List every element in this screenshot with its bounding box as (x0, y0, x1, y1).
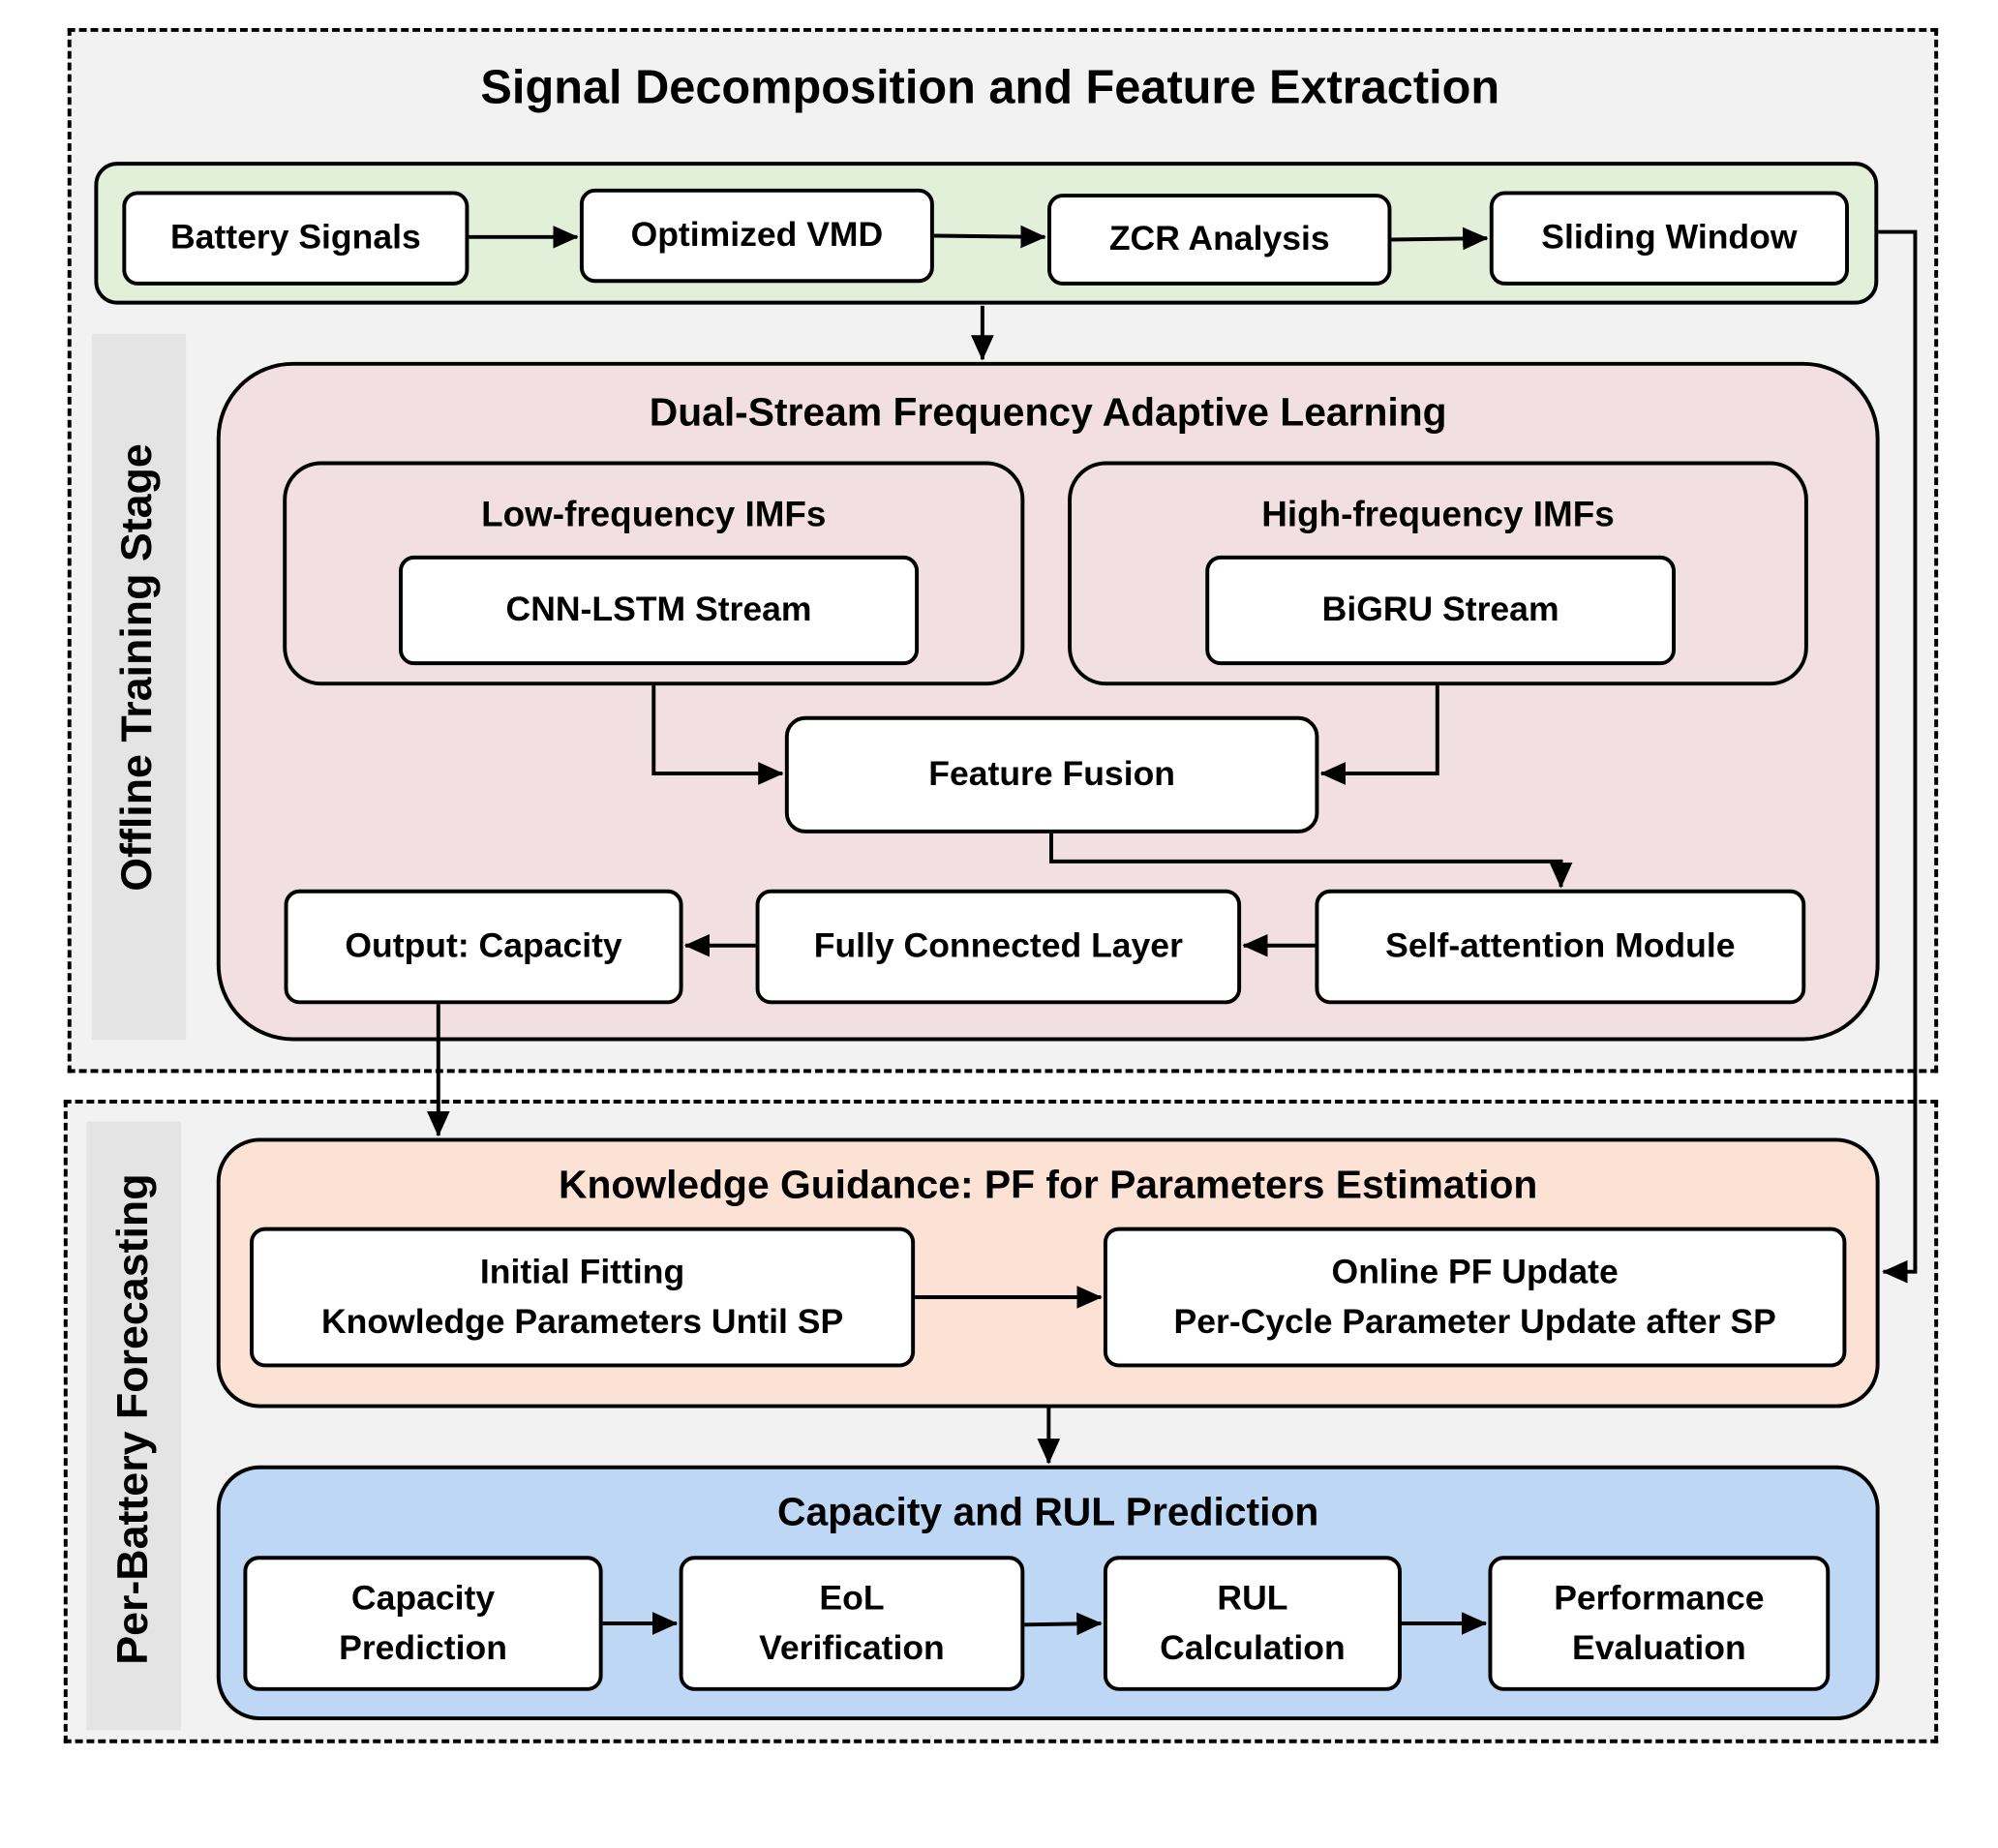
eol-verification-node: EoL Verification (679, 1556, 1025, 1691)
initial-fitting-node: Initial Fitting Knowledge Parameters Unt… (250, 1227, 916, 1368)
cnn-lstm-stream-node: CNN-LSTM Stream (399, 555, 920, 666)
capacity-prediction-line1: Capacity (350, 1578, 496, 1618)
low-frequency-title: Low-frequency IMFs (481, 494, 827, 534)
online-pf-update-node: Online PF Update Per-Cycle Parameter Upd… (1103, 1227, 1847, 1368)
rul-calculation-line2: Calculation (1160, 1628, 1346, 1667)
offline-training-sidebar (91, 333, 187, 1041)
per-battery-label: Per-Battery Forecasting (108, 1173, 158, 1665)
prediction-title: Capacity and RUL Prediction (777, 1489, 1319, 1534)
eol-verification-line2: Verification (759, 1628, 945, 1667)
bigru-stream-node: BiGRU Stream (1205, 555, 1676, 666)
performance-evaluation-line1: Performance (1554, 1578, 1765, 1618)
eol-verification-line1: EoL (819, 1578, 885, 1618)
initial-fitting-line1: Initial Fitting (479, 1252, 685, 1291)
high-frequency-title: High-frequency IMFs (1261, 494, 1615, 534)
online-update-line1: Online PF Update (1331, 1252, 1619, 1291)
signal-decomposition-title: Signal Decomposition and Feature Extract… (480, 61, 1500, 114)
self-attention-node: Self-attention Module (1315, 889, 1806, 1005)
performance-evaluation-line2: Evaluation (1572, 1628, 1746, 1667)
fully-connected-node: Fully Connected Layer (755, 889, 1242, 1005)
output-capacity-node: Output: Capacity (284, 889, 683, 1005)
sliding-window-node: Sliding Window (1489, 191, 1849, 286)
capacity-prediction-line2: Prediction (339, 1628, 507, 1667)
battery-signals-node: Battery Signals (122, 191, 469, 286)
rul-calculation-line1: RUL (1217, 1578, 1288, 1618)
high-frequency-group (1068, 461, 1808, 686)
online-update-line2: Per-Cycle Parameter Update after SP (1173, 1302, 1776, 1341)
feature-fusion-node: Feature Fusion (784, 715, 1319, 833)
knowledge-guidance-title: Knowledge Guidance: PF for Parameters Es… (559, 1162, 1538, 1207)
zcr-analysis-node: ZCR Analysis (1047, 194, 1392, 286)
offline-training-label: Offline Training Stage (112, 443, 162, 892)
performance-evaluation-node: Performance Evaluation (1488, 1556, 1831, 1691)
low-frequency-group (283, 461, 1025, 686)
capacity-prediction-node: Capacity Prediction (243, 1556, 603, 1691)
dual-stream-title: Dual-Stream Frequency Adaptive Learning (649, 389, 1447, 435)
rul-calculation-node: RUL Calculation (1103, 1556, 1402, 1691)
optimized-vmd-node: Optimized VMD (579, 188, 934, 284)
initial-fitting-line2: Knowledge Parameters Until SP (320, 1302, 844, 1341)
per-battery-sidebar (86, 1121, 181, 1731)
